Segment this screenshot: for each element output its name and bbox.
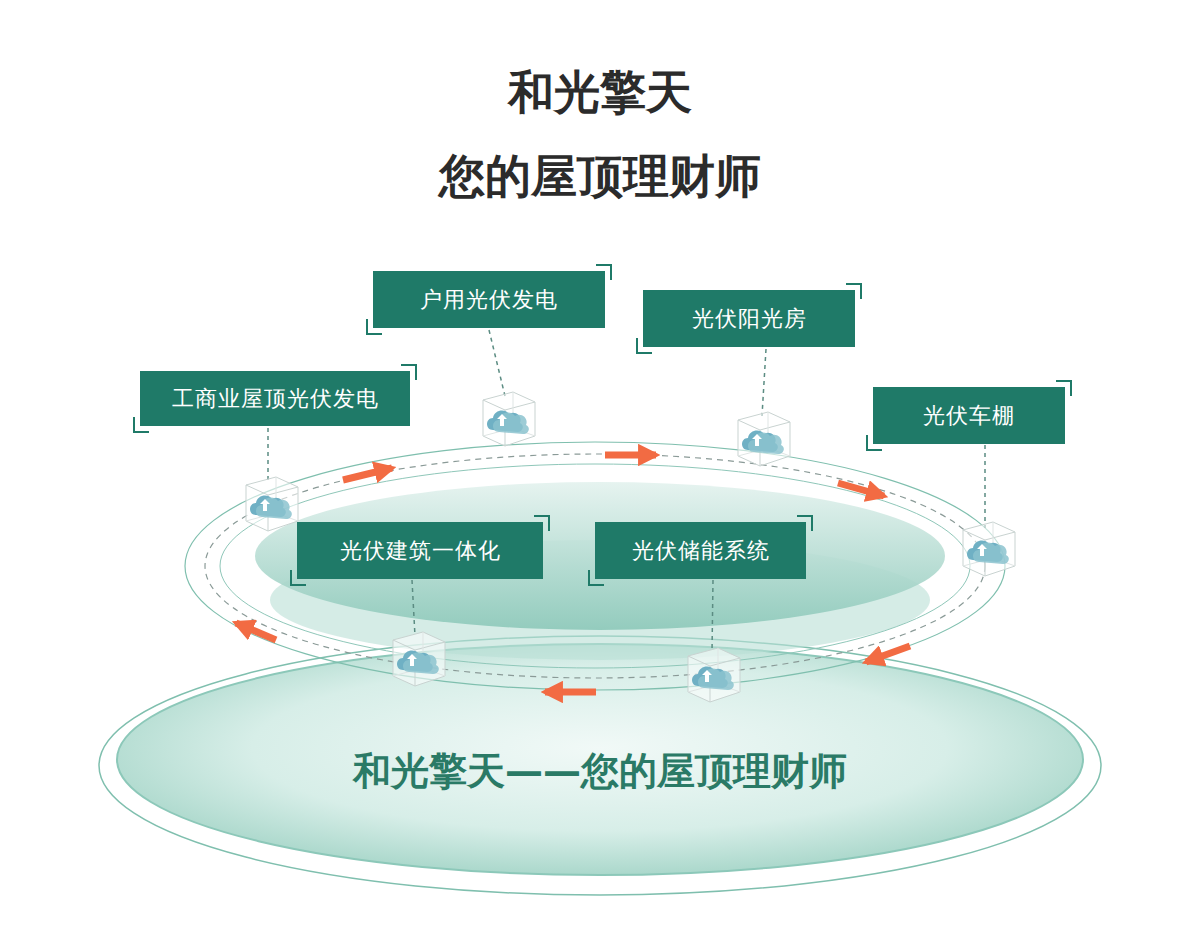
category-box: 户用光伏发电	[373, 271, 605, 328]
category-label: 光伏车棚	[923, 401, 1015, 431]
category-label: 光伏建筑一体化	[340, 536, 501, 566]
category-box: 工商业屋顶光伏发电	[140, 371, 410, 426]
category-box: 光伏储能系统	[595, 522, 806, 579]
category-box: 光伏建筑一体化	[297, 522, 543, 579]
category-label: 光伏阳光房	[692, 304, 807, 334]
base-slogan: 和光擎天——您的屋顶理财师	[95, 746, 1105, 797]
page-title: 和光擎天 您的屋顶理财师	[360, 50, 840, 218]
category-box: 光伏阳光房	[643, 290, 855, 347]
base-ellipse: 和光擎天——您的屋顶理财师	[95, 628, 1105, 903]
category-label: 工商业屋顶光伏发电	[172, 384, 379, 414]
category-box: 光伏车棚	[873, 387, 1065, 444]
category-label: 户用光伏发电	[420, 285, 558, 315]
category-label: 光伏储能系统	[632, 536, 770, 566]
